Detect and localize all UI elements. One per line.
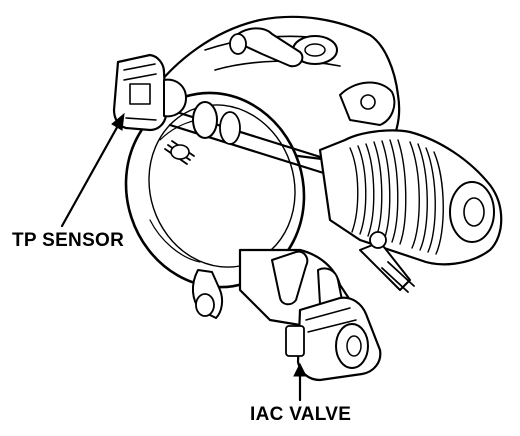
throttle-shaft <box>168 101 332 177</box>
iac-valve-label: IAC VALVE <box>250 404 352 425</box>
iac-valve <box>285 296 382 382</box>
tp-sensor-label: TP SENSOR <box>12 230 125 251</box>
tp-sensor-callout-arrow <box>60 112 125 228</box>
iac-valve-callout-arrow <box>293 362 307 402</box>
throttle-linkage <box>318 129 503 293</box>
tp-sensor <box>112 53 195 165</box>
